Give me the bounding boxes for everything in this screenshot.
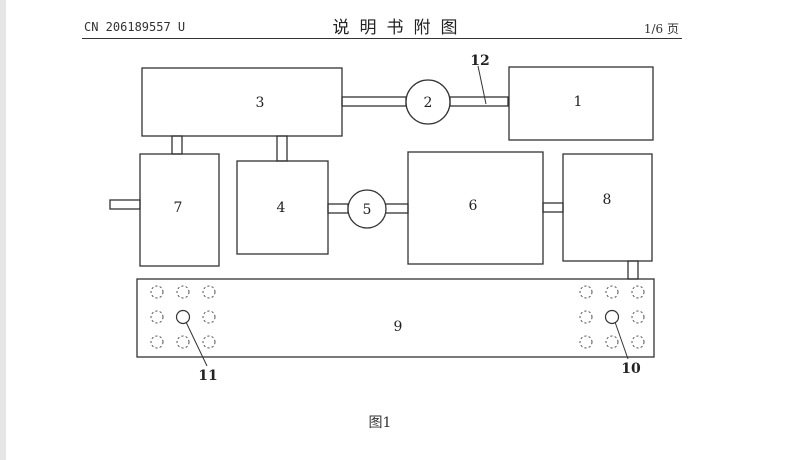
hole-dashed [631, 310, 645, 324]
pump-2 [405, 79, 451, 125]
hole-dashed [150, 310, 164, 324]
hole-dashed [202, 285, 216, 299]
block-7 [139, 153, 220, 267]
hole-dashed [176, 285, 190, 299]
leader-10 [614, 321, 629, 360]
hole-dashed [631, 285, 645, 299]
label-2: 2 [424, 95, 433, 111]
label-6: 6 [469, 198, 478, 214]
figure-caption: 图1 [368, 415, 392, 431]
block-8 [562, 153, 653, 262]
pipe-inlet-7 [109, 199, 141, 210]
hole-dashed [150, 285, 164, 299]
hole-dashed [176, 335, 190, 349]
leader-12 [477, 65, 487, 105]
block-9 [136, 278, 655, 358]
patent-number: CN 206189557 U [84, 20, 186, 34]
pipe-3-7 [171, 135, 183, 155]
label-9: 9 [394, 319, 403, 335]
label-12: 12 [470, 53, 489, 69]
label-5: 5 [363, 202, 372, 218]
pipe-8-9 [627, 260, 639, 280]
block-6 [407, 151, 544, 265]
label-10: 10 [621, 361, 641, 377]
label-11: 11 [198, 368, 217, 384]
page-title: 说明书附图 [332, 18, 468, 38]
hole-10 [604, 309, 620, 325]
label-8: 8 [603, 192, 612, 208]
hole-dashed [631, 335, 645, 349]
hole-dashed [202, 310, 216, 324]
hole-dashed [202, 335, 216, 349]
block-4 [236, 160, 329, 255]
hole-dashed [605, 335, 619, 349]
header-rule [82, 38, 682, 39]
hole-dashed [579, 310, 593, 324]
hole-dashed [150, 335, 164, 349]
hole-dashed [605, 285, 619, 299]
hole-dashed [579, 335, 593, 349]
block-3 [141, 67, 343, 137]
pipe-3-2 [341, 96, 407, 107]
hole-11 [175, 309, 191, 325]
pipe-5-6 [384, 203, 409, 214]
label-3: 3 [256, 95, 265, 111]
pipe-6-8 [542, 202, 564, 213]
pipe-3-4 [276, 135, 288, 162]
hole-dashed [579, 285, 593, 299]
label-7: 7 [174, 200, 183, 216]
page-left-edge [0, 0, 6, 460]
pipe-2-1 [449, 96, 509, 107]
label-1: 1 [574, 94, 583, 110]
pump-5 [347, 189, 387, 229]
leader-11 [185, 321, 208, 367]
page-number: 1/6 页 [643, 22, 679, 36]
block-1 [508, 66, 654, 141]
pipe-4-5 [327, 203, 349, 214]
label-4: 4 [277, 200, 286, 216]
